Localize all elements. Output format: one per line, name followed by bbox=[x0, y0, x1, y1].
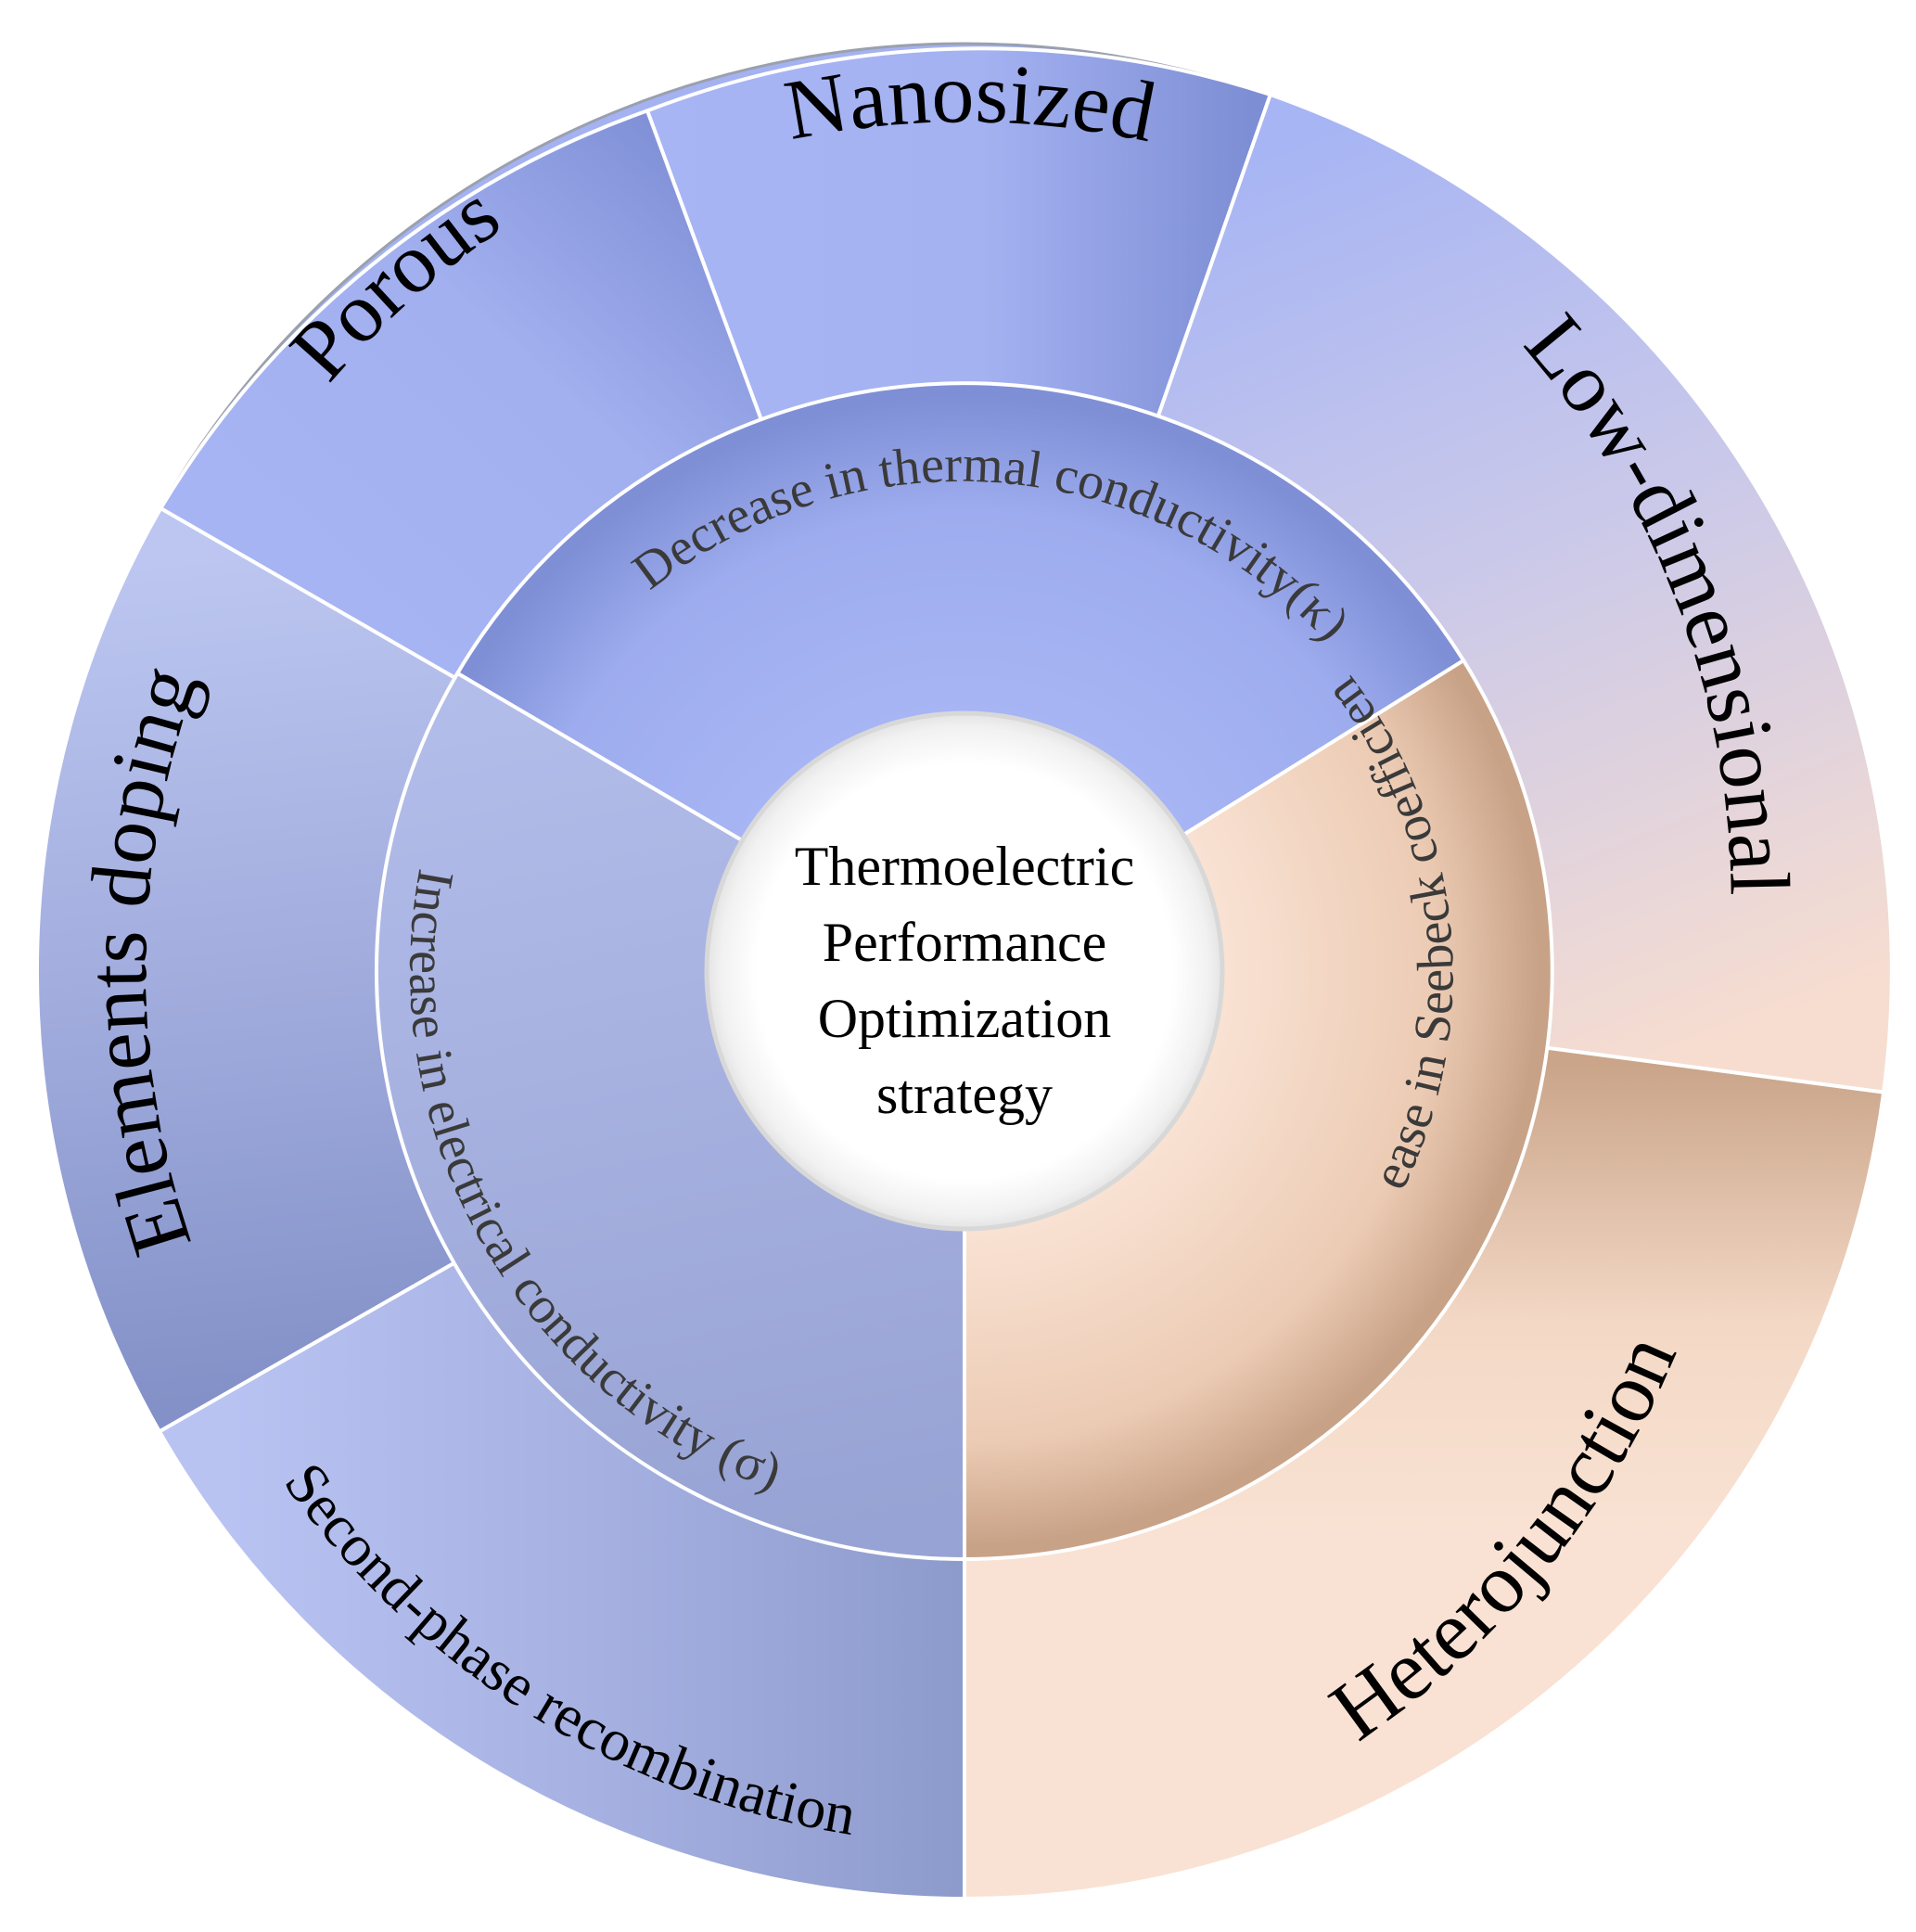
center-line-1: Thermoelectric bbox=[795, 836, 1134, 897]
center-line-3: Optimization bbox=[818, 988, 1112, 1049]
center-title: Thermoelectric Performance Optimization … bbox=[795, 836, 1134, 1125]
center-line-2: Performance bbox=[823, 912, 1107, 973]
center-line-4: strategy bbox=[876, 1064, 1053, 1125]
center-disk bbox=[704, 710, 1225, 1232]
segment-thermal-conductivity[interactable] bbox=[454, 381, 1466, 974]
